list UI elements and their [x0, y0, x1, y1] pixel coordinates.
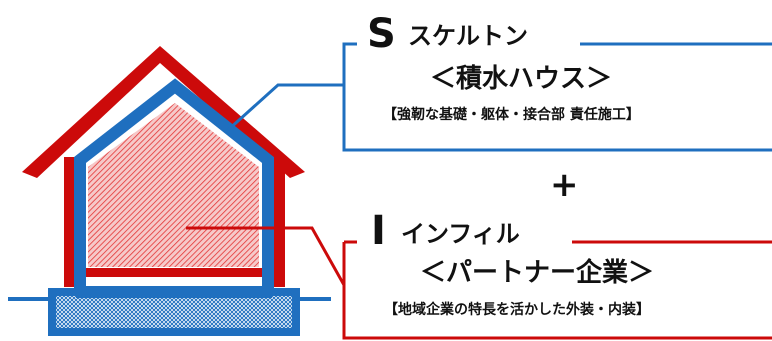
infill-title: インフィル: [401, 220, 520, 248]
skeleton-box-border: [342, 42, 772, 152]
infill-description: 【地域企業の特長を活かした外装・内装】: [384, 302, 650, 318]
interior-infill: [88, 103, 259, 267]
skeleton-title: スケルトン: [408, 22, 528, 50]
foundation-cap: [76, 286, 272, 298]
skeleton-description: 【強靭な基礎・躯体・接合部 責任施工】: [383, 107, 640, 123]
skeleton-leader-line: [226, 83, 344, 132]
skeleton-company: ＜積水ハウス＞: [430, 64, 613, 94]
plus-sign: +: [550, 165, 579, 205]
skeleton-letter: S: [367, 11, 396, 57]
infill-letter: I: [371, 208, 386, 254]
infill-box-border: [342, 242, 772, 340]
infill-company: ＜パートナー企業＞: [420, 258, 655, 288]
floor-red: [86, 268, 262, 277]
infill-leader-line: [186, 226, 346, 286]
